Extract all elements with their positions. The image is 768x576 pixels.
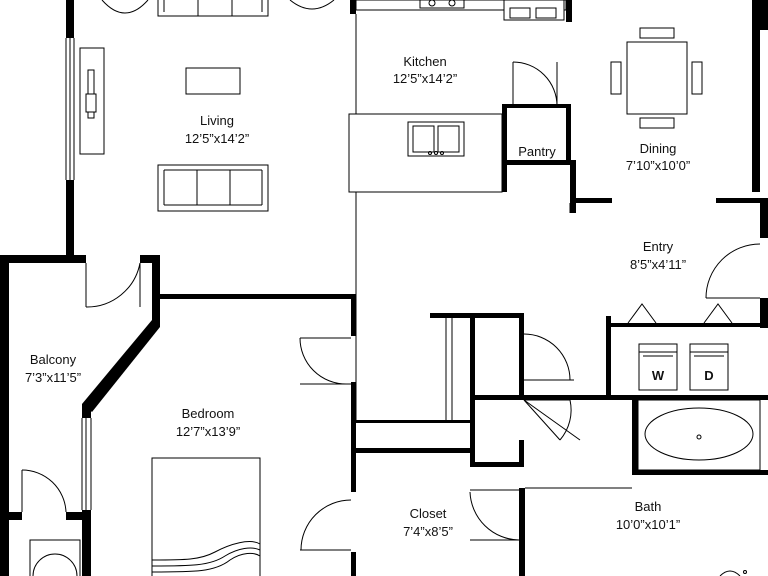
wall-closet-right bbox=[519, 488, 525, 576]
wall-diagonal bbox=[82, 320, 160, 412]
wall-bath-left bbox=[632, 395, 638, 475]
closet-dims: 7’4”x8’5” bbox=[403, 524, 453, 539]
wall-dining-bottom-right bbox=[716, 198, 768, 203]
wall-bedroom-right-mid bbox=[351, 382, 356, 492]
bedroom-name: Bedroom bbox=[182, 406, 235, 421]
entry-name: Entry bbox=[643, 239, 674, 254]
balcony-dims: 7’3”x11’5” bbox=[25, 370, 81, 385]
wall-right-exterior-entry bbox=[760, 298, 768, 328]
tv-console bbox=[79, 47, 105, 155]
wall-right-exterior-top bbox=[760, 198, 768, 238]
living-chair-left bbox=[101, 0, 149, 14]
wall-pantry-right-stub bbox=[570, 160, 576, 213]
toilet bbox=[719, 570, 741, 576]
refrigerator bbox=[503, 0, 565, 21]
wall-balcony-left bbox=[0, 255, 9, 576]
living-top-sofa bbox=[157, 0, 269, 17]
dining-table bbox=[610, 27, 703, 129]
dining-dims: 7’10”x10’0” bbox=[626, 158, 690, 173]
laundry-shelf-left bbox=[627, 303, 657, 324]
balcony-name: Balcony bbox=[30, 352, 77, 367]
wall-closetblock-left bbox=[470, 313, 475, 467]
wall-pantry-right bbox=[566, 106, 571, 165]
bed bbox=[151, 457, 261, 576]
laundry-shelf-right bbox=[703, 303, 733, 324]
wall-living-bedroom bbox=[160, 294, 356, 299]
pantry-name: Pantry bbox=[518, 144, 556, 159]
wall-dining-right bbox=[752, 0, 760, 192]
living-bottom-sofa bbox=[157, 164, 269, 212]
labels: Living 12’5”x14’2” Kitchen 12’5”x14’2” P… bbox=[25, 54, 714, 539]
wall-closet-top bbox=[351, 448, 473, 453]
closet-name: Closet bbox=[410, 506, 447, 521]
wall-balcony-lower-right bbox=[66, 512, 90, 520]
wall-pantry-left bbox=[502, 106, 507, 192]
wall-closetblock-bottom bbox=[470, 462, 524, 467]
stove bbox=[419, 0, 465, 9]
wall-pantry-top bbox=[502, 104, 571, 108]
wall-hall-lower bbox=[356, 420, 471, 423]
washer-label: W bbox=[652, 368, 665, 383]
balcony-table bbox=[29, 539, 81, 576]
bathtub bbox=[637, 399, 761, 471]
kitchen-name: Kitchen bbox=[403, 54, 446, 69]
wall-laundry-top bbox=[606, 323, 768, 327]
entry-dims: 8’5”x4’11” bbox=[630, 257, 686, 272]
doors bbox=[21, 61, 761, 551]
kitchen-dims: 12’5”x14’2” bbox=[393, 71, 457, 86]
wall-living-left-bottom bbox=[66, 180, 74, 256]
wall-bedroom-right-bottom bbox=[351, 552, 356, 576]
wall-balcony-right-lower bbox=[82, 510, 91, 576]
wall-laundry-left bbox=[606, 316, 611, 400]
wall-kitchen-top-left bbox=[350, 0, 356, 14]
wall-bath-top bbox=[632, 470, 768, 475]
wall-bedroom-right-top bbox=[351, 294, 356, 336]
wall-pantry-bottom bbox=[502, 160, 576, 165]
washer bbox=[638, 343, 678, 391]
wall-kitchen-top-right bbox=[566, 0, 572, 22]
furniture bbox=[29, 0, 761, 576]
wall-balcony-lower-left bbox=[0, 512, 22, 520]
coffee-table bbox=[185, 67, 241, 95]
wall-diagonal-foot bbox=[82, 404, 91, 418]
living-chair-right bbox=[289, 0, 335, 10]
wall-dining-bottom-left bbox=[570, 198, 612, 203]
dryer bbox=[689, 343, 729, 391]
wall-balcony-right-upper bbox=[152, 255, 160, 327]
bedroom-dims: 12’7”x13’9” bbox=[176, 424, 240, 439]
living-dims: 12’5”x14’2” bbox=[185, 131, 249, 146]
living-name: Living bbox=[200, 113, 234, 128]
wall-laundry-bottom bbox=[580, 395, 768, 400]
wall-closetblock-top bbox=[430, 313, 524, 318]
wall-right-exterior-dining bbox=[760, 0, 768, 30]
bath-name: Bath bbox=[635, 499, 662, 514]
wall-closetblock-right-top bbox=[519, 313, 524, 395]
wall-living-left-top bbox=[66, 0, 74, 38]
bath-dims: 10’0”x10’1” bbox=[616, 517, 680, 532]
kitchen-sink bbox=[407, 121, 465, 157]
dining-name: Dining bbox=[640, 141, 677, 156]
wall-balcony-top-right bbox=[140, 255, 160, 263]
wall-closetblock-right-bottom bbox=[519, 440, 524, 467]
wall-closetblock-mid bbox=[470, 395, 580, 400]
wall-balcony-top bbox=[0, 255, 86, 263]
dryer-label: D bbox=[704, 368, 713, 383]
